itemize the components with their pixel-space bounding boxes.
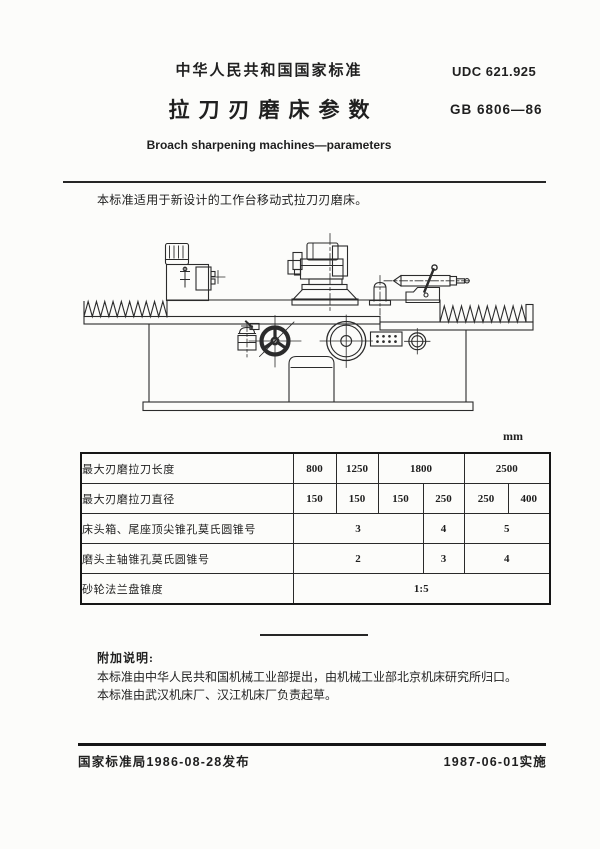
- effective-date: 1987-06-01实施: [443, 755, 547, 769]
- tailstock: [383, 264, 472, 304]
- footer: 国家标准局1986-08-28发布 1987-06-01实施: [78, 751, 547, 770]
- bellows-right-icon: [439, 303, 534, 325]
- cell-value: 3: [422, 543, 465, 574]
- notes-line: 本标准由中华人民共和国机械工业部提出，由机械工业部北京机床研究所归口。: [97, 669, 518, 684]
- additional-notes: 附加说明: 本标准由中华人民共和国机械工业部提出，由机械工业部北京机床研究所归口…: [97, 649, 557, 705]
- cell-value: 1250: [335, 452, 379, 484]
- table-row-flange-taper: 砂轮法兰盘锥度 1:5: [80, 573, 551, 605]
- row-label: 最大刃磨拉刀长度: [80, 452, 294, 484]
- cell-value: 150: [377, 483, 424, 514]
- cell-value: 4: [422, 513, 465, 544]
- cell-value: 3: [292, 513, 424, 544]
- notes-line: 本标准由武汉机床厂、汉江机床厂负责起草。: [97, 688, 338, 702]
- footer-rule: [78, 743, 546, 746]
- row-label: 最大刃磨拉刀直径: [80, 483, 294, 514]
- cell-value: 250: [422, 483, 465, 514]
- page-title: 拉刀刃磨床参数: [168, 99, 379, 122]
- cell-value: 2500: [463, 452, 551, 484]
- spoked-handwheel: [244, 315, 302, 368]
- cell-value: 150: [292, 483, 337, 514]
- cell-value: 1:5: [292, 573, 551, 605]
- standard-code: GB 6806—86: [450, 102, 543, 117]
- section-divider: [260, 634, 368, 637]
- unit-label: mm: [503, 429, 523, 443]
- table-row-max-length: 最大刃磨拉刀长度 800 1250 1800 2500: [80, 452, 551, 484]
- cell-value: 800: [292, 452, 337, 484]
- small-knob: [404, 328, 431, 355]
- wheel-dresser-post: [368, 275, 392, 316]
- grinding-head: [287, 233, 359, 314]
- bellows-left-icon: [83, 299, 168, 319]
- parameters-table: 最大刃磨拉刀长度 800 1250 1800 2500 最大刃磨拉刀直径 150…: [80, 452, 551, 605]
- header-rule: [63, 181, 546, 184]
- issue-date: 国家标准局1986-08-28发布: [78, 755, 250, 769]
- work-table: [83, 299, 534, 331]
- headstock: [164, 242, 226, 302]
- notes-heading: 附加说明:: [97, 651, 154, 665]
- cell-value: 4: [463, 543, 551, 574]
- row-label: 砂轮法兰盘锥度: [80, 573, 294, 605]
- control-button-panel: [369, 331, 403, 347]
- machine-diagram: [83, 233, 534, 412]
- cell-value: 400: [507, 483, 551, 514]
- table-row-spindle-taper: 磨头主轴锥孔莫氏圆锥号 2 3 4: [80, 543, 551, 574]
- table-handwheel: [319, 314, 373, 368]
- machine-base: [142, 323, 474, 412]
- row-label: 床头箱、尾座顶尖锥孔莫氏圆锥号: [80, 513, 294, 544]
- coolant-pump: [237, 323, 257, 358]
- panel-buttons-icon: [376, 334, 397, 343]
- cell-value: 5: [463, 513, 551, 544]
- standard-org-title: 中华人民共和国国家标准: [175, 62, 363, 79]
- cell-value: 150: [335, 483, 379, 514]
- cell-value: 250: [463, 483, 509, 514]
- page-title-english: Broach sharpening machines—parameters: [146, 138, 392, 152]
- table-row-center-taper: 床头箱、尾座顶尖锥孔莫氏圆锥号 3 4 5: [80, 513, 551, 544]
- scope-statement: 本标准适用于新设计的工作台移动式拉刀刃磨床。: [97, 193, 368, 207]
- udc-number: UDC 621.925: [452, 64, 537, 79]
- cell-value: 2: [292, 543, 424, 574]
- row-label: 磨头主轴锥孔莫氏圆锥号: [80, 543, 294, 574]
- table-row-max-diameter: 最大刃磨拉刀直径 150 150 150 250 250 400: [80, 483, 551, 514]
- cell-value: 1800: [377, 452, 465, 484]
